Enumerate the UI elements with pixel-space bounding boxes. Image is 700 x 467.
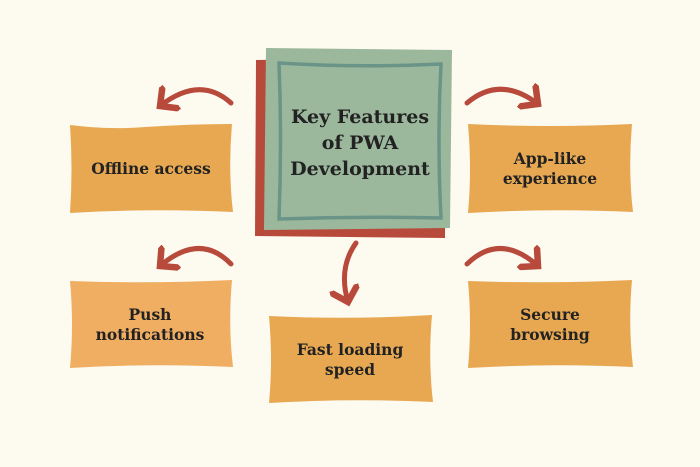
box-offline-shape xyxy=(70,124,233,213)
center-box-shape xyxy=(264,48,452,230)
feature-app-like-experience: App-like experience xyxy=(502,149,598,188)
arrow-fast xyxy=(344,240,356,302)
box-fast-shape xyxy=(269,315,433,403)
arrow-secure xyxy=(464,248,538,266)
arrow-offline xyxy=(160,90,234,106)
arrow-push xyxy=(160,248,234,266)
box-applike-shape xyxy=(468,124,633,213)
arrow-applike xyxy=(464,89,538,104)
center-inner-border xyxy=(277,61,443,221)
feature-secure-browsing: Secure browsing xyxy=(510,305,590,344)
feature-fast-loading-speed: Fast loading speed xyxy=(296,340,404,379)
box-secure-shape xyxy=(468,280,633,368)
center-title: Key Features of PWA Development xyxy=(290,106,430,180)
feature-push-notifications: Push notifications xyxy=(95,305,205,344)
box-push-shape xyxy=(70,280,233,368)
feature-offline-access: Offline access xyxy=(91,159,211,178)
